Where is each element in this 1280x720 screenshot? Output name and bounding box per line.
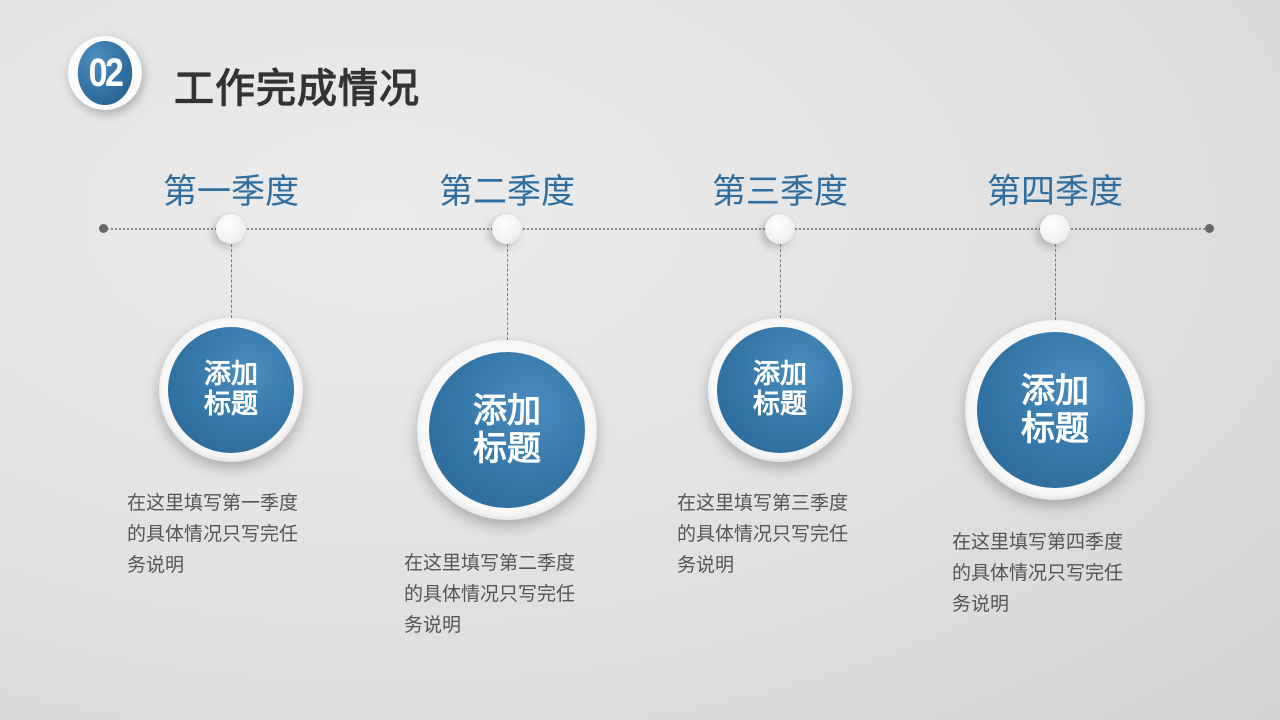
desc-line: 的具体情况只写完任 <box>677 523 849 545</box>
quarter-circle-1-fill: 添加 标题 <box>168 327 294 453</box>
timeline-start-dot <box>99 224 108 233</box>
section-number-badge: 02 <box>68 36 142 110</box>
timeline-node-1 <box>216 214 246 244</box>
circle-title-line2: 标题 <box>1021 409 1089 449</box>
circle-title-line2: 标题 <box>204 389 258 420</box>
connector-4 <box>1055 244 1056 320</box>
circle-title-line1: 添加 <box>204 358 258 390</box>
desc-line: 在这里填写第三季度 <box>677 492 849 514</box>
connector-2 <box>507 244 508 340</box>
quarter-description-2: 在这里填写第二季度 的具体情况只写完任 务说明 <box>404 548 624 641</box>
desc-line: 务说明 <box>677 554 735 576</box>
circle-title-line2: 标题 <box>473 429 541 469</box>
quarter-circle-1: 添加 标题 <box>159 318 303 462</box>
timeline-line <box>103 228 1209 230</box>
quarter-circle-3: 添加 标题 <box>708 318 852 462</box>
quarter-circle-4-fill: 添加 标题 <box>977 332 1133 488</box>
quarter-label-2: 第二季度 <box>439 172 575 212</box>
timeline-node-2 <box>492 214 522 244</box>
desc-line: 在这里填写第一季度 <box>127 492 299 514</box>
quarter-circle-3-fill: 添加 标题 <box>717 327 843 453</box>
desc-line: 的具体情况只写完任 <box>127 523 299 545</box>
circle-title-line1: 添加 <box>473 390 541 431</box>
connector-1 <box>231 244 232 318</box>
circle-title-line1: 添加 <box>1021 370 1089 411</box>
connector-3 <box>780 244 781 318</box>
desc-line: 在这里填写第二季度 <box>404 552 576 574</box>
quarter-description-3: 在这里填写第三季度 的具体情况只写完任 务说明 <box>677 488 897 581</box>
quarter-label-1: 第一季度 <box>163 172 299 212</box>
desc-line: 务说明 <box>127 554 185 576</box>
quarter-description-1: 在这里填写第一季度 的具体情况只写完任 务说明 <box>127 488 347 581</box>
desc-line: 在这里填写第四季度 <box>952 531 1124 553</box>
timeline-end-dot <box>1205 224 1214 233</box>
timeline-node-4 <box>1040 214 1070 244</box>
quarter-circle-2-fill: 添加 标题 <box>429 352 585 508</box>
desc-line: 务说明 <box>404 614 462 636</box>
circle-title-line2: 标题 <box>753 389 807 420</box>
desc-line: 务说明 <box>952 593 1010 615</box>
desc-line: 的具体情况只写完任 <box>404 583 576 605</box>
quarter-circle-4: 添加 标题 <box>965 320 1145 500</box>
timeline-node-3 <box>765 214 795 244</box>
desc-line: 的具体情况只写完任 <box>952 562 1124 584</box>
quarter-circle-2: 添加 标题 <box>417 340 597 520</box>
quarter-label-4: 第四季度 <box>987 172 1123 212</box>
circle-title-line1: 添加 <box>753 358 807 390</box>
quarter-label-3: 第三季度 <box>712 172 848 212</box>
page-title: 工作完成情况 <box>174 66 420 112</box>
section-number: 02 <box>77 41 133 105</box>
quarter-description-4: 在这里填写第四季度 的具体情况只写完任 务说明 <box>952 527 1172 620</box>
